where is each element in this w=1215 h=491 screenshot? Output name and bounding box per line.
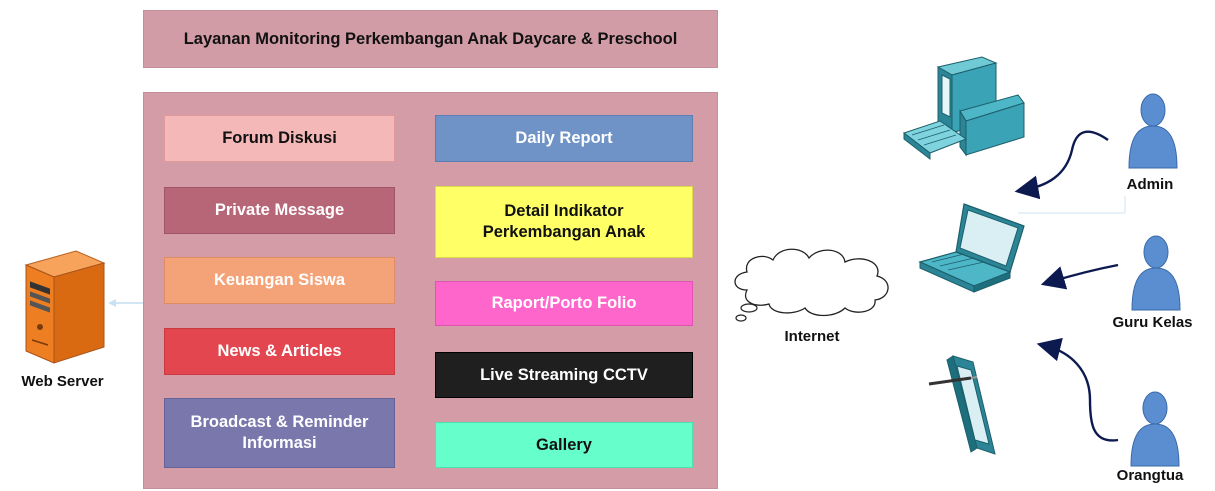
feature-daily-report: Daily Report xyxy=(435,115,693,162)
feature-detail-indikator: Detail Indikator Perkembangan Anak xyxy=(435,186,693,258)
cloud-icon xyxy=(734,248,889,322)
tablet-icon xyxy=(928,355,996,455)
feature-forum-diskusi: Forum Diskusi xyxy=(164,115,395,162)
feature-news-articles: News & Articles xyxy=(164,328,395,375)
arrow-admin xyxy=(1014,130,1109,200)
feature-keuangan-siswa: Keuangan Siswa xyxy=(164,257,395,304)
person-icon xyxy=(1130,391,1180,467)
diagram-title-box: Layanan Monitoring Perkembangan Anak Day… xyxy=(143,10,718,68)
laptop-icon xyxy=(918,203,1025,293)
desktop-computer-icon xyxy=(902,56,1025,161)
label-orangtua: Orangtua xyxy=(1116,467,1184,484)
feature-broadcast-reminder: Broadcast & Reminder Informasi xyxy=(164,398,395,468)
person-icon xyxy=(1131,235,1181,311)
label-admin: Admin xyxy=(1126,176,1174,193)
label-internet: Internet xyxy=(784,328,840,345)
arrow-guru-kelas xyxy=(1040,263,1119,290)
arrow-orangtua xyxy=(1036,337,1119,442)
feature-gallery: Gallery xyxy=(435,422,693,468)
feature-raport-porto-folio: Raport/Porto Folio xyxy=(435,281,693,326)
diagram-title: Layanan Monitoring Perkembangan Anak Day… xyxy=(183,30,678,48)
label-web-server: Web Server xyxy=(21,373,104,390)
feature-private-message: Private Message xyxy=(164,187,395,234)
label-guru-kelas: Guru Kelas xyxy=(1112,314,1193,331)
web-server-icon xyxy=(24,250,106,364)
person-icon xyxy=(1128,93,1178,169)
feature-live-streaming-cctv: Live Streaming CCTV xyxy=(435,352,693,398)
